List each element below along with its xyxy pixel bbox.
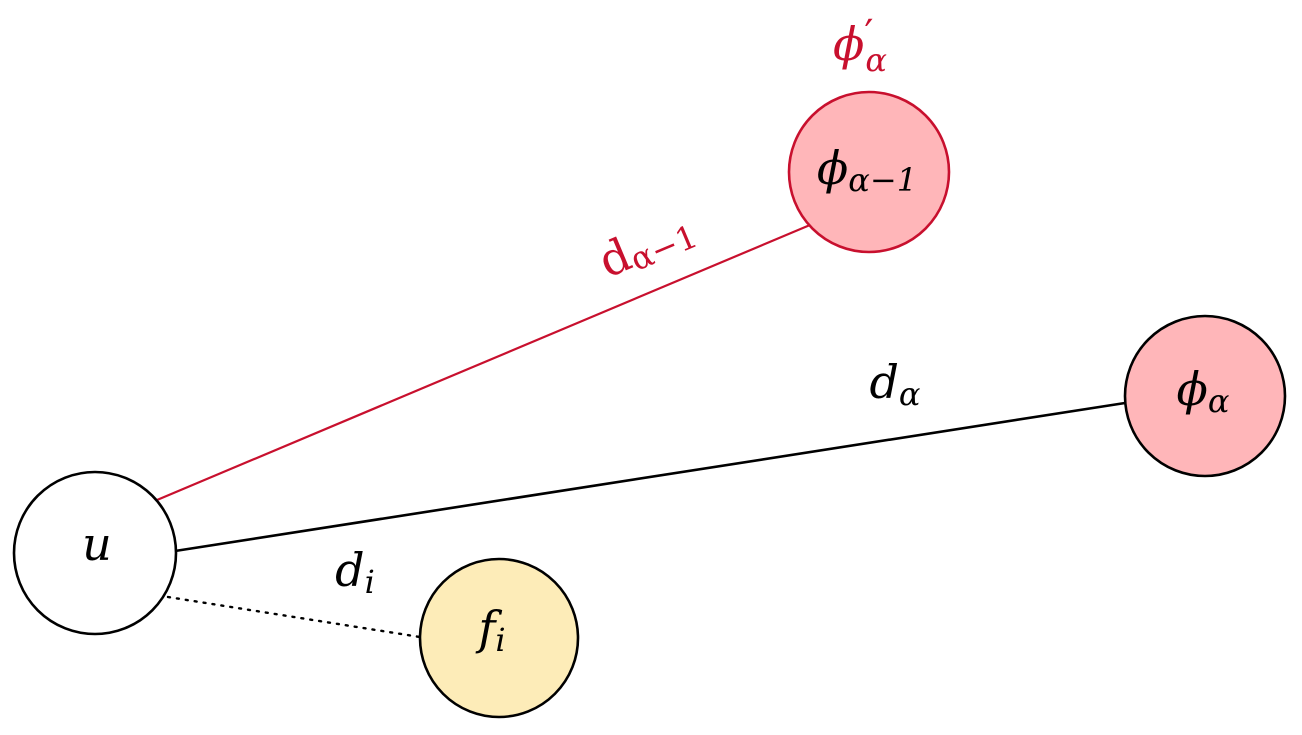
edge-u-to-phi-alpha bbox=[174, 401, 1126, 553]
edge-d-i-label: di bbox=[335, 543, 375, 601]
node-phi-alpha-minus-1 bbox=[787, 90, 951, 254]
edge-u-to-phi-alpha-minus-1 bbox=[156, 223, 811, 502]
node-phi-alpha bbox=[1123, 314, 1287, 478]
node-phi-alpha-label: ϕα bbox=[1177, 362, 1230, 420]
node-phi-alpha-minus-1-label: ϕα−1 bbox=[817, 141, 917, 199]
node-u bbox=[12, 470, 178, 636]
edge-u-to-f-i bbox=[166, 595, 422, 639]
node-phi-alpha-minus-1-prime-label: ϕ′α bbox=[833, 12, 887, 79]
edge-d-alpha-label: dα bbox=[869, 355, 920, 413]
node-u-label: u bbox=[82, 517, 112, 571]
node-f-i bbox=[418, 557, 580, 719]
